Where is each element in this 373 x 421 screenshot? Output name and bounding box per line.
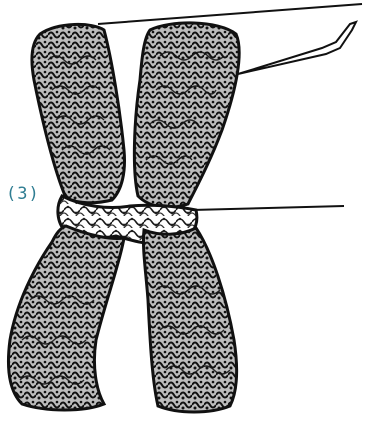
chromatid-upper-right — [134, 23, 239, 207]
label-centromere: (3) — [6, 184, 40, 204]
chromatid-lower-left — [9, 226, 125, 410]
leader-line-centromere — [192, 206, 344, 210]
leader-line-top — [98, 4, 362, 24]
chromatid-lower-right — [143, 228, 236, 412]
chromatid-upper-left — [32, 24, 125, 202]
leader-line-pointer — [238, 22, 356, 74]
